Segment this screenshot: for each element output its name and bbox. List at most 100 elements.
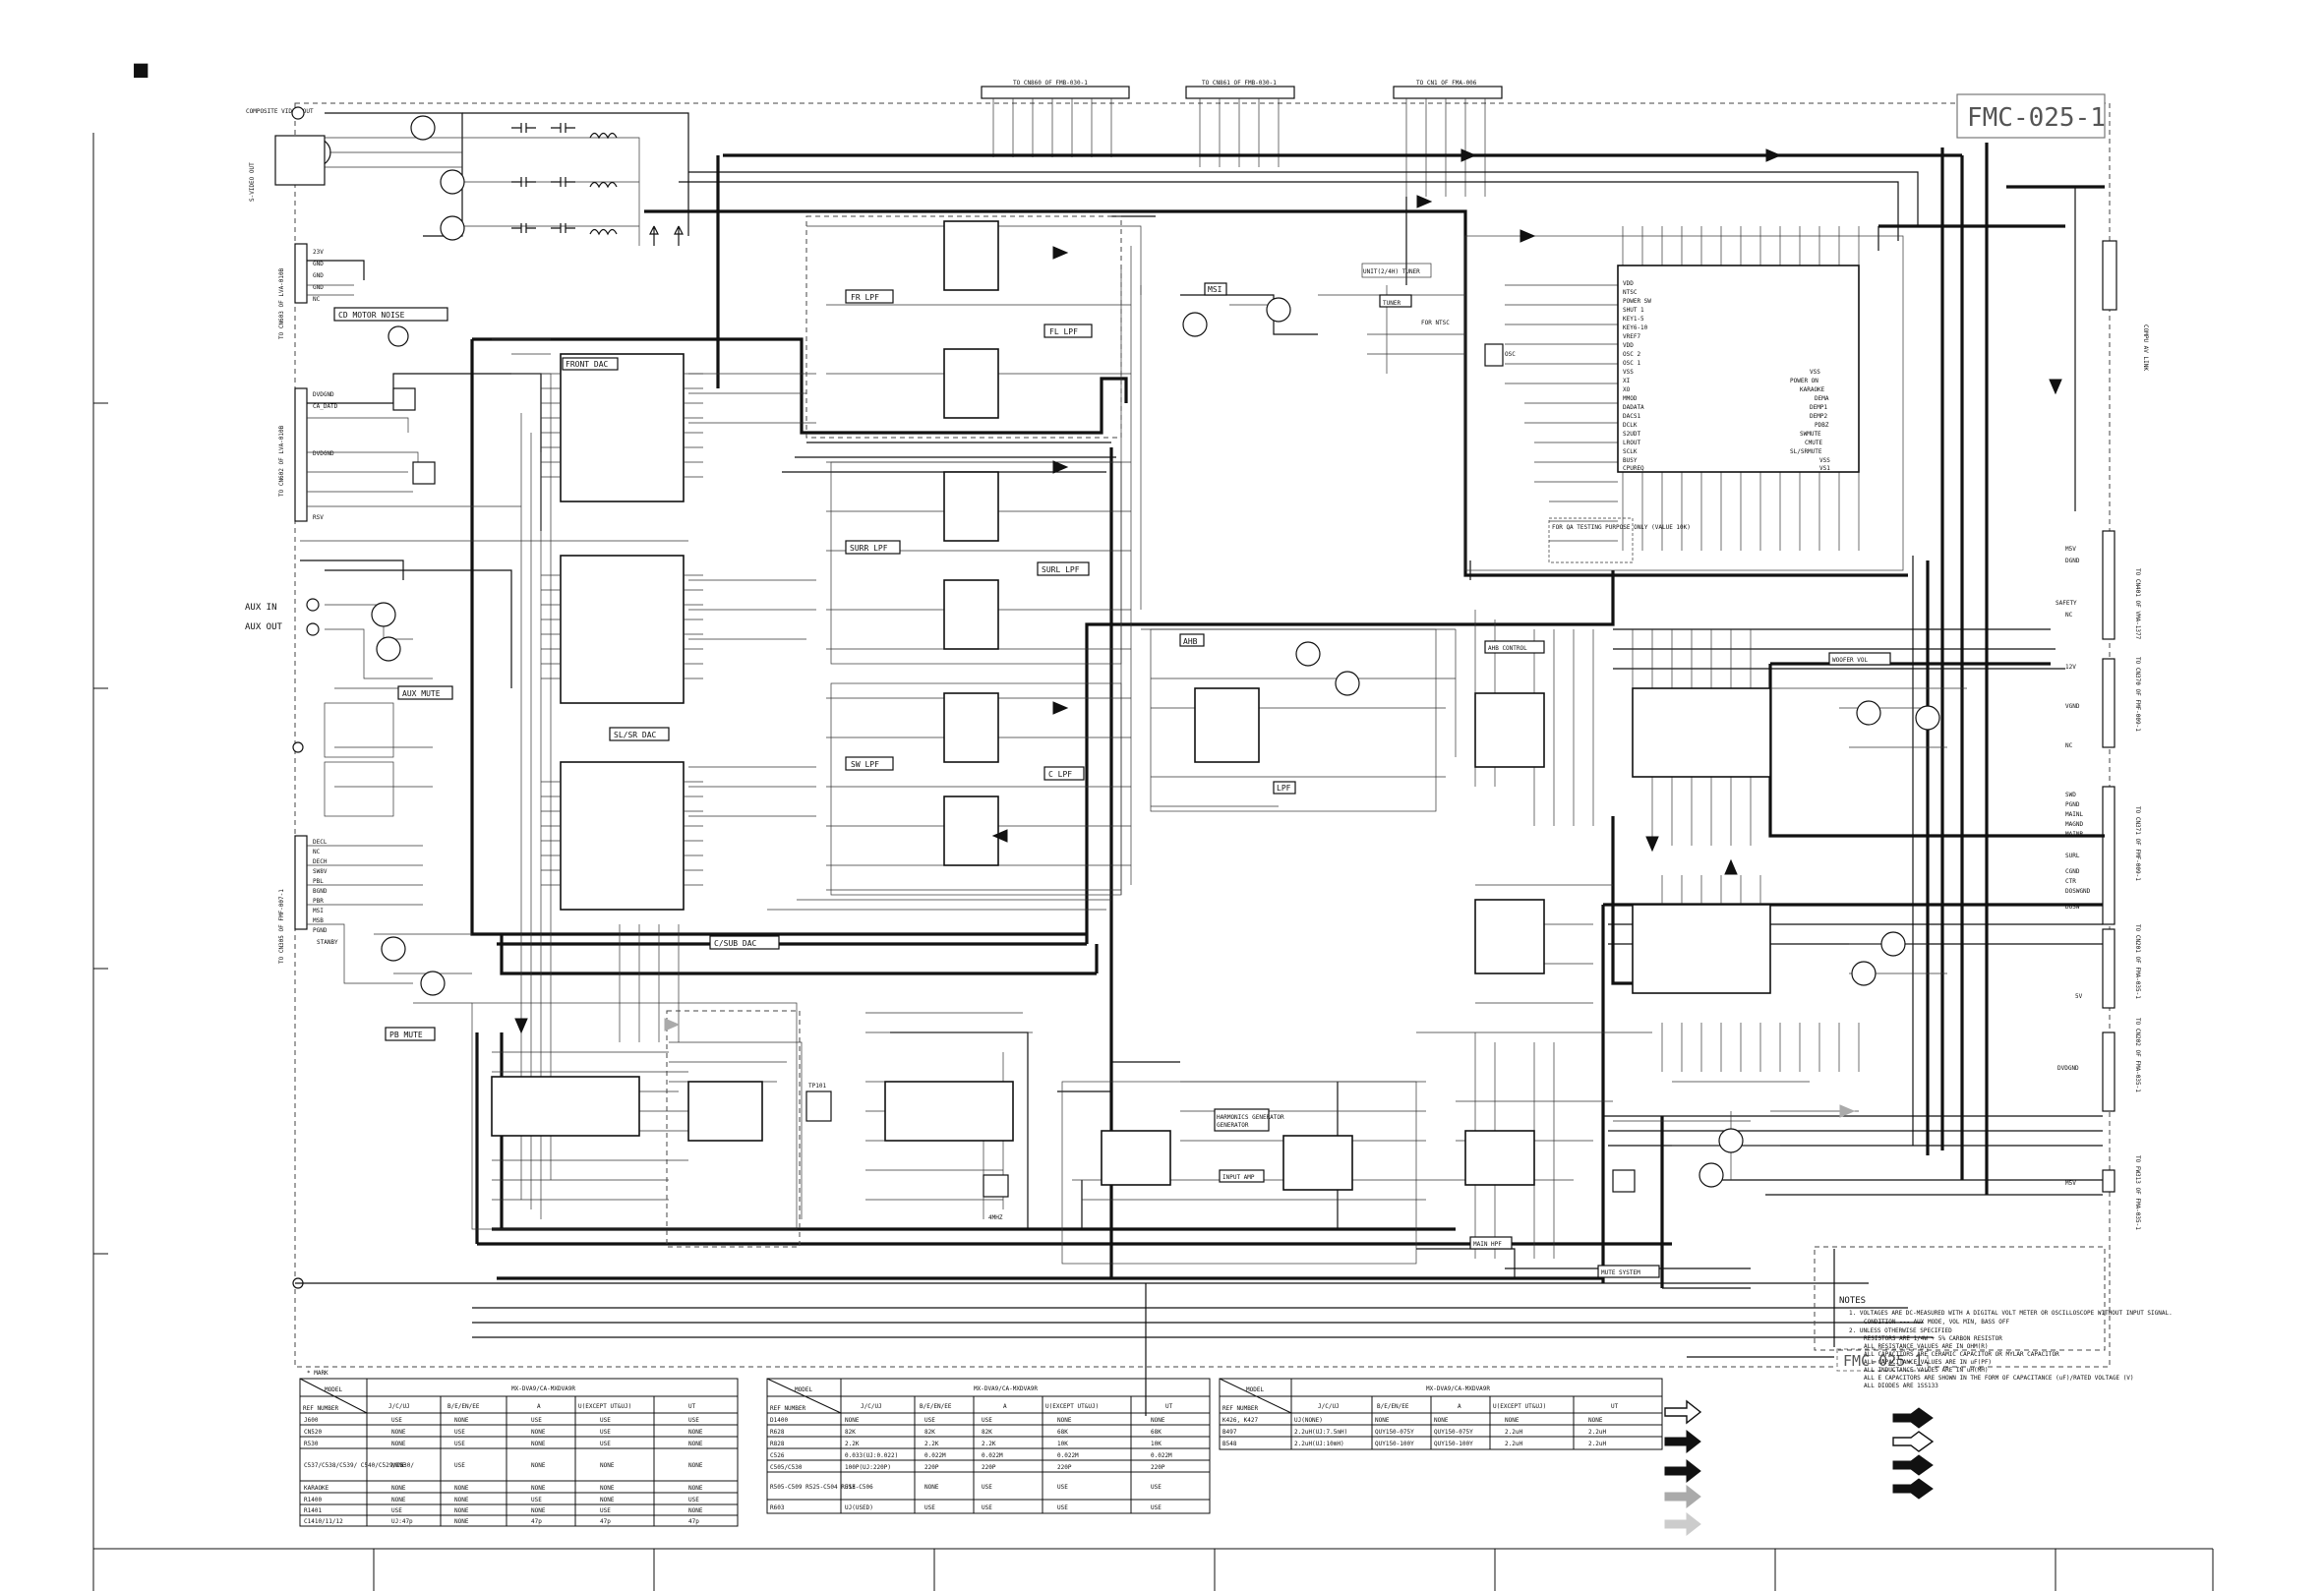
- pin-label: MAINL: [2065, 811, 2083, 818]
- table-cell: 2.2uH(UJ:7.5mH): [1294, 1429, 1347, 1436]
- legend-arrow-black: [1664, 1429, 1701, 1454]
- table-col: UT: [1611, 1403, 1619, 1410]
- table-cell: 47p: [531, 1518, 542, 1525]
- table-cell: USE: [391, 1507, 402, 1514]
- table-cell: 10K: [1057, 1441, 1068, 1447]
- table-cell: UJ(NONE): [1294, 1417, 1323, 1424]
- table-cell: NONE: [688, 1507, 703, 1514]
- left-blocks: CD MOTOR NOISE AUX MUTE PB MUTE: [324, 307, 453, 1041]
- pin-label: CA_DATD: [313, 403, 338, 410]
- notes-line: ALL E CAPACITORS ARE SHOWN IN THE FORM O…: [1864, 1375, 2134, 1382]
- table-cell: USE: [924, 1417, 935, 1424]
- notes-line: ALL CAPACITANCE VALUES ARE IN uF(PF): [1864, 1359, 1992, 1366]
- osc-label: OSC: [1505, 351, 1516, 358]
- pin-label: DECL: [313, 839, 328, 846]
- pin-label: NC: [2065, 742, 2073, 749]
- left-connector-label: TO CN305 OF FMF-007-1: [278, 889, 285, 964]
- table-ref-cell: D1400: [770, 1417, 788, 1424]
- table-cell: 2.2uH: [1505, 1429, 1522, 1436]
- table-corner: MODEL: [795, 1386, 812, 1393]
- table-corner: REF NUMBER: [303, 1405, 339, 1412]
- tuner-label: UNIT(2/4H) TUNER: [1363, 268, 1420, 275]
- msi-tuner: MSI UNIT(2/4H) TUNER TUNER FOR NTSC OSC: [1182, 263, 1516, 367]
- notes-line: ALL INDUCTANCE VALUES ARE IN uH(MH): [1864, 1367, 1988, 1374]
- main-bus-wiring: [295, 143, 2105, 1416]
- table-cell: USE: [391, 1417, 402, 1424]
- table-cell: NONE: [1588, 1417, 1603, 1424]
- table-cell: USE: [688, 1417, 699, 1424]
- surl-lpf-label: SURL LPF: [1042, 565, 1080, 574]
- crystal-4mhz-label: 4MHZ: [988, 1214, 1003, 1221]
- pin-label: 5V: [2075, 993, 2083, 1000]
- notes-line: 1. VOLTAGES ARE DC-MEASURED WITH A DIGIT…: [1849, 1310, 2173, 1317]
- dsp-right-pins: VSS POWER ON KARAOKE DEMA DEMP1 DEMP2 PD…: [1790, 369, 1830, 472]
- ahb-control-label: AHB CONTROL: [1488, 645, 1527, 652]
- pin-label: 23V: [313, 249, 324, 256]
- table-cell: USE: [924, 1504, 935, 1511]
- table-cell: NONE: [600, 1462, 615, 1469]
- table-cell: NONE: [688, 1429, 703, 1436]
- front-dac-label: FRONT DAC: [566, 360, 609, 369]
- right-connector-label: TO CN401 OF VMA-1377: [2134, 568, 2141, 640]
- harmonics-generator-subtext: GENERATOR: [1217, 1122, 1249, 1129]
- pin-label: PBL: [313, 878, 324, 885]
- dsp-pin: OSC 1: [1623, 360, 1640, 367]
- table-cell: 47p: [600, 1518, 611, 1525]
- table-cell: 68K: [1057, 1429, 1068, 1436]
- pin-label: SWD: [2065, 792, 2076, 798]
- mute-system-label: MUTE SYSTEM: [1601, 1269, 1640, 1276]
- table-cell: NONE: [1434, 1417, 1449, 1424]
- table-cell: USE: [454, 1462, 465, 1469]
- dsp-pin: KARAOKE: [1800, 386, 1825, 393]
- cd-motor-noise-label: CD MOTOR NOISE: [338, 311, 405, 320]
- table-cell: USE: [982, 1417, 992, 1424]
- table-ref-cell: B497: [1222, 1429, 1237, 1436]
- legend-arrow-black: [1664, 1458, 1701, 1484]
- table-ref-cell: B548: [1222, 1441, 1237, 1447]
- table-cell: 47p: [688, 1518, 699, 1525]
- table-col: J/C/UJ: [861, 1403, 882, 1410]
- table-ref-cell: C1410/11/12: [304, 1518, 343, 1525]
- table-cell: USE: [688, 1497, 699, 1503]
- pin-label: NC: [313, 849, 321, 855]
- table-cell: USE: [531, 1417, 542, 1424]
- pin-label: GND: [313, 284, 324, 291]
- notes-line: CONDITION --- AUX MODE, VOL MIN, BASS OF…: [1864, 1319, 2009, 1326]
- table-cell: NONE: [454, 1518, 469, 1525]
- pin-label: SAFETY: [2056, 600, 2077, 607]
- table-cell: USE: [1057, 1504, 1068, 1511]
- notes-line: RESISTORS ARE 1/4W + 5% CARBON RESISTOR: [1864, 1335, 2002, 1342]
- table-ref-cell: R1401: [304, 1507, 322, 1514]
- dsp-pin: MMOD: [1623, 395, 1638, 402]
- main-hpf-label: MAIN HPF: [1473, 1241, 1502, 1248]
- lpf-sections: FR LPF FL LPF SURR LPF SURL LPF SW LPF C…: [805, 215, 1122, 896]
- dsp-pin: SWMUTE: [1800, 431, 1821, 438]
- table-cell: NONE: [688, 1462, 703, 1469]
- dsp-pin: DEMA: [1815, 395, 1829, 402]
- pin-label: SURL: [2065, 853, 2080, 859]
- legend-arrow-black: [1892, 1454, 1934, 1476]
- pin-label: MAGND: [2065, 821, 2083, 828]
- for-ntsc-label: FOR NTSC: [1421, 320, 1450, 326]
- table-cell: 82K: [924, 1429, 935, 1436]
- pin-label: DECH: [313, 858, 328, 865]
- s-video-out-label: S-VIDEO OUT: [249, 162, 256, 202]
- table-cell: USE: [600, 1507, 611, 1514]
- dsp-pin: CMUTE: [1805, 440, 1822, 446]
- c-lpf-label: C LPF: [1048, 770, 1072, 779]
- aux-out-label: AUX OUT: [245, 622, 283, 632]
- table-ref-cell: R628: [770, 1429, 785, 1436]
- table-cell: QUY150-075Y: [1434, 1429, 1473, 1436]
- dsp-pin: OSC 2: [1623, 351, 1640, 358]
- table-cell: 220P: [924, 1464, 939, 1471]
- dsp-pin: DCLK: [1623, 422, 1638, 429]
- table-col: J/C/UJ: [388, 1403, 410, 1410]
- pin-label: VGND: [2065, 703, 2080, 710]
- right-connector-label: TO FW313 OF FMA-035-1: [2134, 1155, 2141, 1230]
- pin-label: BGND: [313, 888, 328, 895]
- table-cell: USE: [1057, 1484, 1068, 1491]
- dsp-pin: VS1: [1819, 465, 1830, 472]
- table-cell: NONE: [391, 1429, 406, 1436]
- table-col: UT: [1165, 1403, 1173, 1410]
- dsp-pin: SL/SRMUTE: [1790, 448, 1822, 455]
